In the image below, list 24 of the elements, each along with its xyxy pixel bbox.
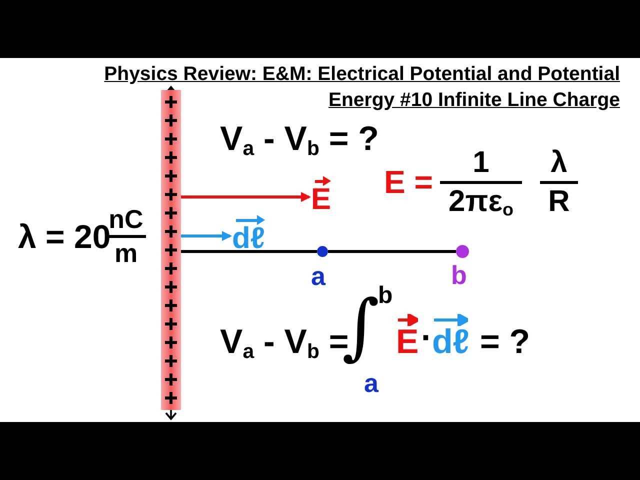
formula-text: 2πε$_{o}$ <box>448 187 514 218</box>
arrow <box>181 231 232 241</box>
formula-text: E <box>396 325 419 359</box>
point-label: a <box>311 263 326 289</box>
formula-text: R <box>547 187 571 217</box>
point-label: b <box>451 262 467 288</box>
vector-label: E <box>311 176 332 215</box>
connector-line <box>181 250 317 253</box>
vector-label: dℓ <box>232 215 265 254</box>
formula-text: E = <box>384 166 433 198</box>
arrow <box>181 192 311 202</box>
formula-text: m <box>113 240 139 266</box>
formula-text: = ? <box>480 325 530 359</box>
formula-text: λ <box>540 148 578 184</box>
formula-text: 1 <box>440 148 522 184</box>
formula-text: V$_{a}$ - V$_{b}$ = ? <box>220 122 379 160</box>
connector-line <box>328 250 456 253</box>
title: Physics Review: E&M: Electrical Potential and Potential Energy #10 Infinite Line Charge <box>103 62 620 113</box>
point-dot <box>456 245 469 258</box>
formula-text: · <box>421 321 432 355</box>
point-dot <box>317 246 328 257</box>
formula-text: b <box>378 284 393 308</box>
formula-text: a <box>364 370 378 396</box>
formula-text: dℓ <box>432 325 470 359</box>
